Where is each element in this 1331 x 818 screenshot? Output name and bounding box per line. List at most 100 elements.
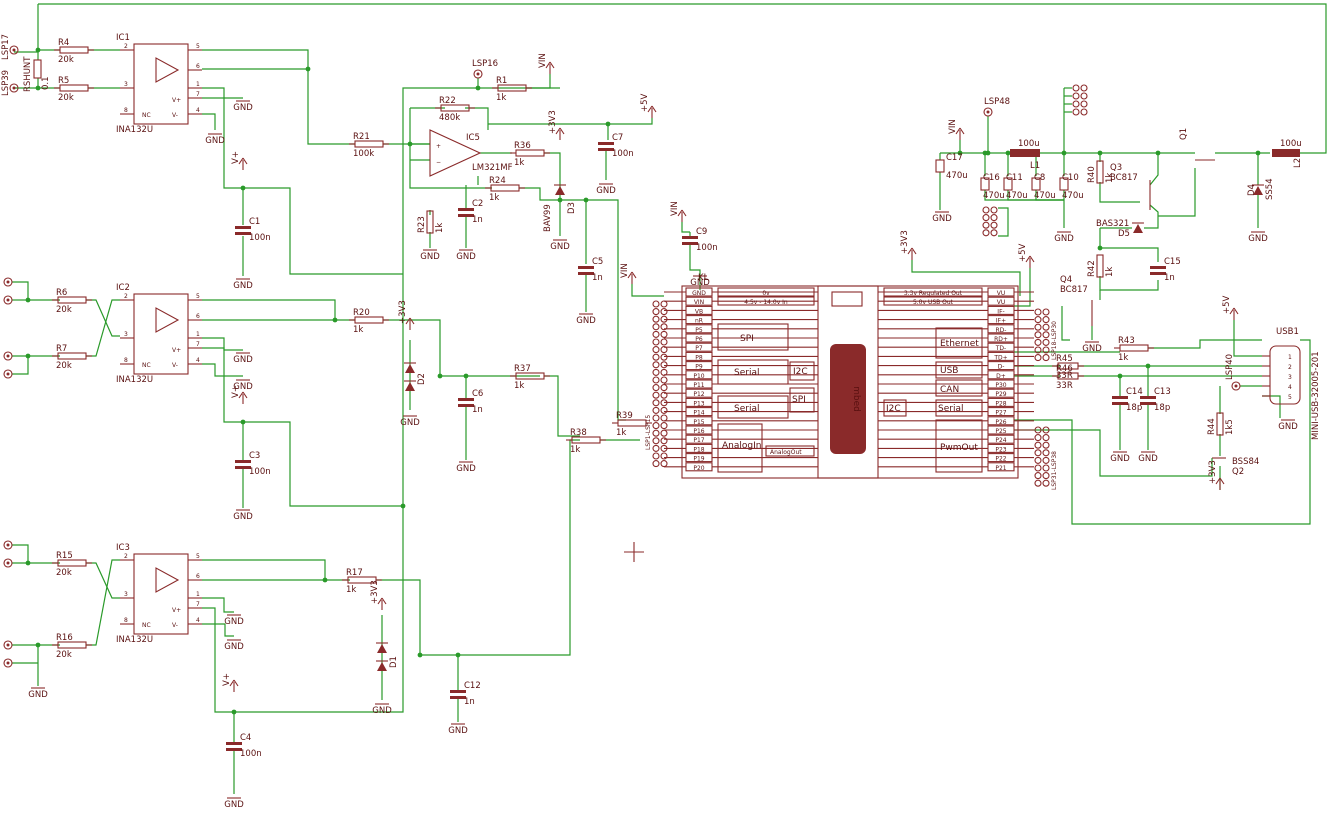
capacitor-ref: C12: [464, 681, 481, 691]
connector-pad: [9, 83, 19, 93]
pin-name: TD+: [993, 354, 1007, 361]
header-pin: [652, 384, 660, 392]
supply-arrow: [647, 105, 653, 113]
capacitor-value: 18p: [1126, 403, 1142, 413]
resistor-value: 1k5: [1225, 419, 1235, 435]
connector-pad-center: [476, 72, 480, 76]
header-pin: [1034, 456, 1042, 464]
header-pin: [652, 346, 660, 354]
label: Serial: [734, 368, 759, 378]
resistor-value: 20k: [58, 93, 74, 103]
pin-name: P7: [695, 345, 703, 352]
supply-arrow: [1215, 477, 1221, 485]
mbed-small-logo: [831, 291, 863, 307]
ground-label: GND: [448, 726, 468, 736]
supply-arrow: [1029, 255, 1035, 263]
capacitor-value: 1n: [592, 273, 603, 283]
label: RSHUNT: [23, 56, 33, 92]
pin-number: 3: [124, 331, 128, 338]
supply-arrow: [1229, 307, 1235, 315]
pin-name: NC: [142, 362, 151, 369]
ground-label: GND: [456, 252, 476, 262]
pin-name: P12: [693, 391, 704, 398]
header-pin: [1042, 472, 1050, 480]
header-pin: [1034, 479, 1042, 487]
wire: [1014, 268, 1031, 307]
pin-number: 1: [196, 81, 200, 88]
ground-label: GND: [690, 278, 710, 288]
connector-pad-center: [6, 543, 10, 547]
label: 5.0v USB Out: [913, 299, 954, 306]
wire: [38, 3, 1327, 154]
resistor-ref: R36: [514, 141, 531, 151]
label: Ethernet: [940, 339, 979, 349]
header-pin: [1042, 434, 1050, 442]
header-pin: [1042, 308, 1050, 316]
opamp-ic2: [133, 293, 189, 375]
resistor-ref: R39: [616, 411, 633, 421]
resistor-value: 20k: [58, 55, 74, 65]
ground-label: GND: [420, 252, 440, 262]
wire: [402, 87, 560, 274]
wire: [202, 97, 243, 189]
supply-arrow: [559, 127, 565, 135]
pin-name: NC: [142, 112, 151, 119]
header-pin: [1034, 449, 1042, 457]
ground-label: GND: [233, 512, 253, 522]
supply-arrow: [677, 209, 683, 217]
ground-label: GND: [1110, 454, 1130, 464]
pin-number: 6: [196, 63, 200, 70]
resistor-value: 1k: [346, 585, 356, 595]
pin-name: P14: [693, 410, 704, 417]
connector-pad-center: [6, 661, 10, 665]
connector-pad: [3, 540, 13, 550]
pin-name: P30: [995, 382, 1006, 389]
wire: [202, 299, 355, 321]
wire: [1262, 395, 1281, 418]
label: L2: [1293, 158, 1303, 168]
connector-pad: [3, 658, 13, 668]
wire: [409, 108, 492, 189]
resistor-value: 480k: [439, 113, 460, 123]
label: +: [436, 143, 441, 150]
wire: [1149, 204, 1159, 222]
pin-name: V-: [172, 112, 178, 119]
capacitor-value: 100n: [696, 243, 718, 253]
header-pin: [982, 221, 990, 229]
header-pin: [990, 229, 998, 237]
ground-label: GND: [224, 617, 244, 627]
header-pin: [660, 315, 668, 323]
header-pin: [660, 330, 668, 338]
wire: [1099, 228, 1159, 262]
pin-name: V+: [172, 347, 181, 354]
capacitor-ref: C6: [472, 389, 483, 399]
label: D3: [567, 202, 577, 214]
header-pin: [652, 323, 660, 331]
pin-name: D-: [998, 364, 1005, 371]
label: C17: [946, 153, 963, 163]
header-pin: [1042, 323, 1050, 331]
supply-arrow: [242, 391, 248, 399]
header-pin: [1042, 331, 1050, 339]
pin-name: IF-: [997, 308, 1004, 315]
label: IC5: [466, 133, 480, 143]
header-pin: [1034, 464, 1042, 472]
connector-pad: [3, 640, 13, 650]
label: Q3: [1110, 163, 1122, 173]
mbed-ethernet-box: [935, 327, 983, 359]
wire: [202, 347, 243, 423]
junction: [407, 141, 413, 147]
header-pin: [1034, 338, 1042, 346]
pin-name: P23: [995, 446, 1006, 453]
mbed-analogout-box: [765, 445, 815, 457]
wire: [1233, 320, 1262, 357]
supply-label: +3V3: [398, 300, 408, 324]
resistor-ref: R16: [56, 633, 73, 643]
label: Q1: [1179, 128, 1189, 140]
header-pin: [982, 229, 990, 237]
header-pin: [1034, 441, 1042, 449]
supply-arrow: [627, 271, 633, 279]
header-pin: [652, 399, 660, 407]
label: LM321MF: [472, 163, 513, 173]
supply-arrow: [911, 247, 917, 255]
